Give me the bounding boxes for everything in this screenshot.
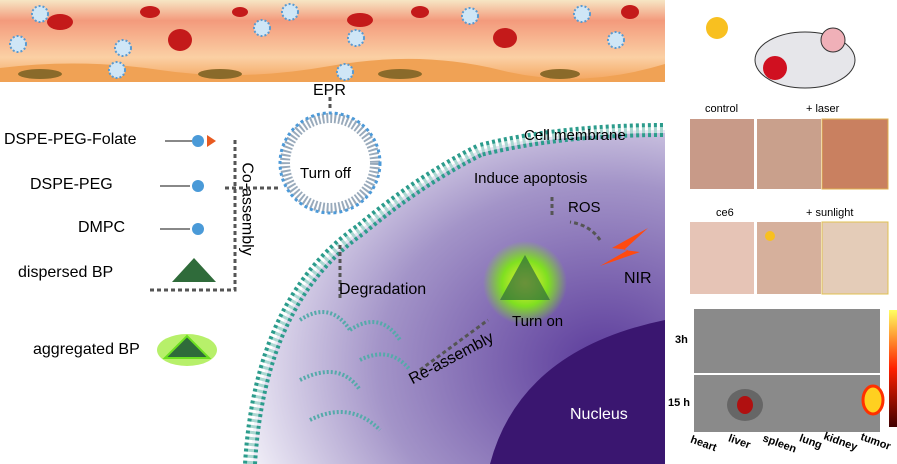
ros-label: ROS — [568, 199, 601, 216]
organ-spleen: spleen — [760, 432, 798, 456]
cell-membrane-label: Cell membrane — [524, 127, 626, 144]
degradation-label: Degradation — [339, 281, 427, 298]
legend-dispersed-bp: dispersed BP — [18, 264, 114, 281]
turn-off-label: Turn off — [300, 165, 351, 182]
nucleus-label: Nucleus — [570, 406, 628, 423]
legend-dmpc: DMPC — [78, 219, 126, 236]
vessel-photos — [690, 118, 889, 295]
legend-glyphs — [157, 135, 217, 366]
nir-lightning-icon — [600, 228, 648, 266]
process-arrows — [150, 97, 602, 372]
imaging-row-15h: 15 h — [668, 397, 691, 409]
co-assembly-label: Co-assembly — [238, 162, 256, 256]
imaging-row-3h: 3h — [675, 334, 688, 346]
organ-heart: heart — [688, 433, 719, 455]
re-assembly-label: Re-assembly — [406, 329, 497, 388]
legend-aggregated-bp: aggregated BP — [33, 341, 140, 358]
liposome-turn-off — [278, 111, 382, 215]
blood-vessel — [0, 0, 665, 82]
photo-label-laser: + laser — [806, 103, 840, 115]
photo-label-control: control — [705, 103, 739, 115]
photo-label-sunlight: + sunlight — [806, 207, 854, 219]
organ-tumor: tumor — [858, 431, 893, 453]
legend-dspe-peg: DSPE-PEG — [30, 176, 113, 193]
organ-imaging — [694, 309, 897, 432]
nucleus — [490, 320, 665, 464]
degraded-fragments — [298, 310, 412, 432]
legend-dspe-peg-folate: DSPE-PEG-Folate — [4, 131, 137, 148]
organ-lung: lung — [797, 432, 824, 452]
epr-label: EPR — [313, 82, 346, 99]
organ-liver: liver — [726, 432, 753, 452]
nir-label: NIR — [624, 270, 652, 287]
mouse-illustration — [706, 17, 856, 89]
induce-apoptosis-label: Induce apoptosis — [474, 170, 588, 187]
photo-label-ce6: ce6 — [716, 207, 734, 219]
turn-on-label: Turn on — [512, 313, 564, 330]
organ-kidney: kidney — [821, 430, 859, 454]
